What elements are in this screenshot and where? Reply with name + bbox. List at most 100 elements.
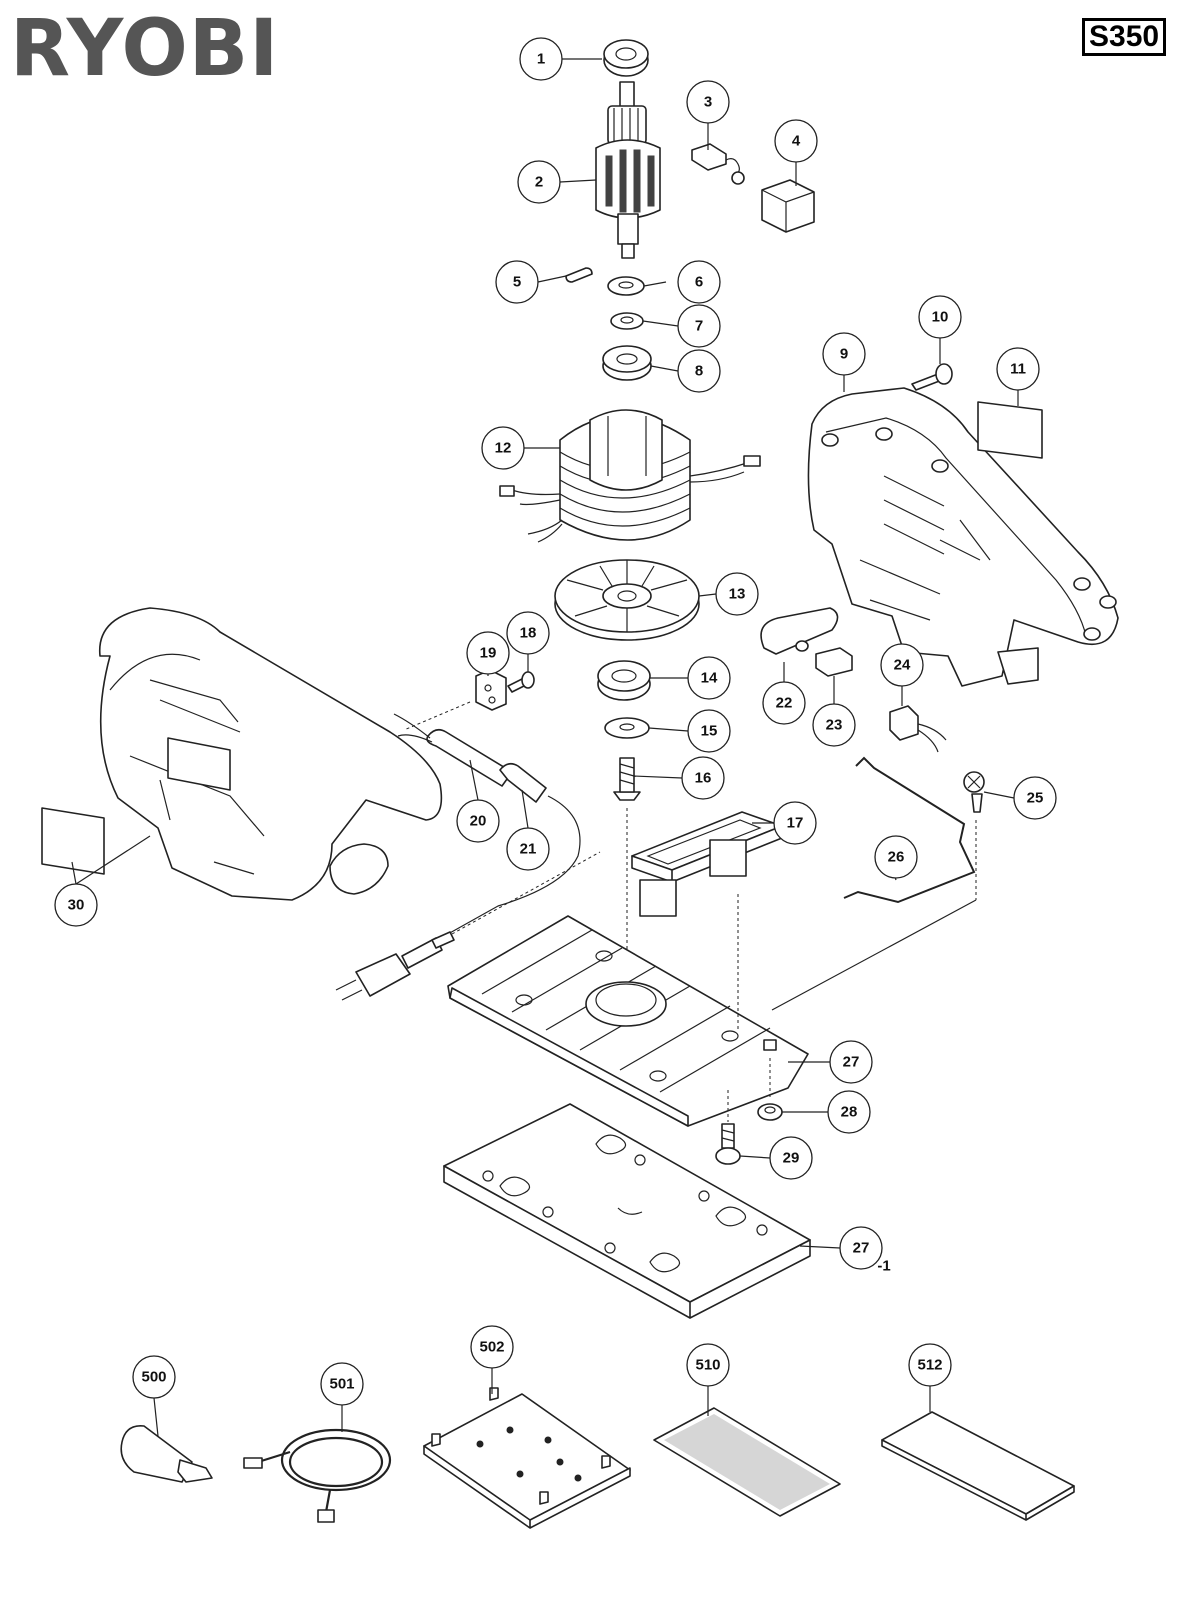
bearing-top-drawing: [603, 39, 649, 77]
svg-text:29: 29: [783, 1150, 800, 1167]
svg-text:24: 24: [894, 657, 911, 674]
dust-adapter-drawing: [120, 1425, 213, 1483]
model-number: S350: [1082, 18, 1167, 56]
callout-502: 502: [470, 1325, 514, 1369]
svg-text:18: 18: [520, 625, 537, 642]
svg-text:16: 16: [695, 770, 712, 787]
callout-17: 17: [773, 801, 817, 845]
callout-bubbles: 1 2 3 4 5 6 7 8 9 10 11 12 13 14 15 16 1…: [54, 37, 1057, 1406]
callout-510: 510: [686, 1343, 730, 1387]
callout-28: 28: [827, 1090, 871, 1134]
punch-plate-drawing: [423, 1387, 631, 1529]
svg-text:15: 15: [701, 723, 718, 740]
callout-2: 2: [517, 160, 561, 204]
screw-base-drawing: [963, 771, 985, 813]
svg-text:7: 7: [695, 318, 703, 335]
callout-23: 23: [812, 703, 856, 747]
svg-text:12: 12: [495, 440, 512, 457]
svg-text:11: 11: [1010, 361, 1026, 378]
callout-12: 12: [481, 426, 525, 470]
svg-text:27: 27: [853, 1240, 870, 1257]
svg-text:25: 25: [1027, 790, 1044, 807]
svg-text:14: 14: [701, 670, 718, 687]
cord-guard-drawing: [393, 713, 581, 935]
callout-7: 7: [677, 304, 721, 348]
svg-text:22: 22: [776, 695, 793, 712]
callout-9: 9: [822, 332, 866, 376]
callout-13: 13: [715, 572, 759, 616]
callout-29: 29: [769, 1136, 813, 1180]
svg-text:5: 5: [513, 274, 521, 291]
screw-bottom-drawing: [715, 1090, 741, 1165]
screw-housing-drawing: [911, 363, 953, 391]
svg-text:510: 510: [695, 1357, 720, 1374]
callout-500: 500: [132, 1355, 176, 1399]
callout-8: 8: [677, 349, 721, 393]
switch-drawing: [760, 607, 947, 753]
svg-text:500: 500: [141, 1369, 166, 1386]
pin-drawing: [565, 267, 593, 283]
svg-text:501: 501: [329, 1376, 354, 1393]
callout-19: 19: [466, 631, 510, 675]
field-coil-drawing: [499, 409, 761, 543]
svg-text:19: 19: [480, 645, 497, 662]
callout-3: 3: [686, 80, 730, 124]
bearing-middle-drawing: [602, 345, 652, 381]
svg-text:502: 502: [479, 1339, 504, 1356]
bearing-lower-drawing: [597, 660, 651, 701]
callout-30: 30: [54, 883, 98, 927]
svg-text:26: 26: [888, 849, 905, 866]
svg-text:27: 27: [843, 1054, 860, 1071]
callout-18: 18: [506, 611, 550, 655]
armature-drawing: [595, 81, 661, 259]
svg-text:30: 30: [68, 897, 85, 914]
base-plate-drawing: [447, 894, 809, 1127]
callout-27: 27: [829, 1040, 873, 1084]
housing-left-drawing: [41, 607, 443, 901]
svg-text:-1: -1: [877, 1258, 890, 1275]
callout-21: 21: [506, 827, 550, 871]
svg-text:23: 23: [826, 717, 843, 734]
fan-drawing: [554, 559, 700, 641]
callout-14: 14: [687, 656, 731, 700]
callout-1: 1: [519, 37, 563, 81]
svg-text:6: 6: [695, 274, 703, 291]
callout-4: 4: [774, 119, 818, 163]
callout-20: 20: [456, 799, 500, 843]
svg-text:10: 10: [932, 309, 949, 326]
callout-27-1: 27 -1: [839, 1226, 891, 1275]
cord-clamp-drawing: [403, 669, 535, 731]
svg-text:512: 512: [917, 1357, 942, 1374]
svg-text:3: 3: [704, 94, 712, 111]
callout-501: 501: [320, 1362, 364, 1406]
callout-6: 6: [677, 260, 721, 304]
sandpaper-drawing: [653, 1407, 841, 1517]
callout-15: 15: [687, 709, 731, 753]
svg-text:17: 17: [787, 815, 804, 832]
svg-text:13: 13: [729, 586, 746, 603]
svg-text:9: 9: [840, 346, 848, 363]
label-right-drawing: [977, 401, 1043, 459]
brush-holder-drawing: [761, 179, 815, 233]
callout-24: 24: [880, 643, 924, 687]
svg-text:1: 1: [537, 51, 545, 68]
housing-half-drawing: [807, 387, 1119, 687]
svg-text:20: 20: [470, 813, 487, 830]
washers-drawing: [607, 276, 645, 330]
callout-26: 26: [874, 835, 918, 879]
wire-clip-drawing: [771, 756, 977, 1011]
svg-text:8: 8: [695, 363, 703, 380]
callout-512: 512: [908, 1343, 952, 1387]
part-drawings: [41, 39, 1119, 1529]
sheet-drawing: [881, 1411, 1075, 1521]
power-plug-drawing: [335, 851, 601, 1001]
callout-25: 25: [1013, 776, 1057, 820]
callout-11: 11: [996, 347, 1040, 391]
bracket-drawing: [631, 811, 783, 917]
callout-5: 5: [495, 260, 539, 304]
sanding-pad-drawing: [443, 1103, 811, 1319]
callout-16: 16: [681, 756, 725, 800]
hose-drawing: [243, 1428, 392, 1523]
svg-text:2: 2: [535, 174, 543, 191]
svg-text:28: 28: [841, 1104, 858, 1121]
